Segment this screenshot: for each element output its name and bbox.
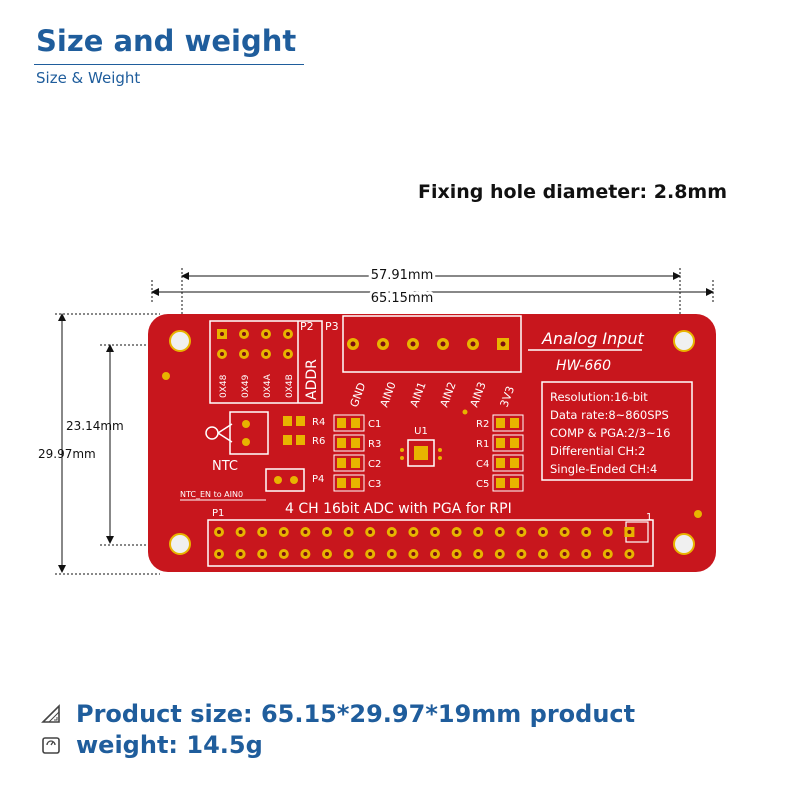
height-dimensions (55, 313, 180, 575)
weight-spec-text: weight: 14.5g (76, 731, 263, 759)
p1-label: P1 (212, 508, 224, 519)
gpio-pins (214, 527, 635, 559)
addr-labels: 0X48 0X49 0X4A 0X4B (219, 373, 295, 398)
spec-line: Differential CH:2 (550, 444, 645, 458)
addr-label: 0X49 (241, 374, 251, 398)
spec-line: Data rate:8~860SPS (550, 408, 669, 422)
fiducial-dots (162, 372, 702, 518)
inner-height-label: 23.14mm (66, 419, 124, 433)
cap-label-right: R1 (476, 439, 489, 450)
ntc-label: NTC (212, 459, 238, 474)
spec-line: Resolution:16-bit (550, 390, 648, 404)
page-subtitle: Size & Weight (36, 69, 141, 87)
chip-u1 (407, 439, 435, 467)
r6-label: R6 (312, 436, 325, 447)
terminal-header (342, 315, 522, 373)
cap-label-left: R3 (368, 439, 381, 450)
ntc-en-label: NTC_EN to AIN0 (180, 490, 243, 499)
cap-label-right: C5 (476, 479, 489, 490)
addr-label: 0X4B (285, 374, 295, 398)
p4-jumper (265, 468, 305, 492)
addr-pins (217, 329, 293, 359)
spec-box (541, 381, 693, 481)
pcb-board (148, 314, 716, 572)
scale-icon (40, 734, 62, 756)
analog-input-label: Analog Input (541, 329, 645, 348)
fixing-hole-note: Fixing hole diameter: 2.8mm (418, 181, 728, 203)
chip-label: U1 (414, 426, 428, 437)
addr-jumper-block (209, 320, 323, 404)
outer-width-label: 65.15mm (371, 291, 434, 306)
model-label: HW-660 (556, 358, 611, 374)
ruler-triangle-icon (40, 703, 62, 725)
tagline: 4 CH 16bit ADC with PGA for RPI (285, 501, 512, 517)
p3-label: P3 (325, 320, 339, 333)
addr-title: ADDR (304, 359, 320, 400)
cap-label-right: C4 (476, 459, 489, 470)
size-spec-row: Product size: 65.15*29.97*19mm product (40, 700, 635, 728)
gpio-header (207, 519, 654, 567)
cap-label-left: C2 (368, 459, 381, 470)
mounting-holes (169, 330, 695, 555)
chip-vias (400, 448, 442, 460)
size-spec-text: Product size: 65.15*29.97*19mm product (76, 700, 636, 728)
p2-label: P2 (300, 320, 314, 333)
title-underline (34, 64, 304, 65)
outer-height-label: 29.97mm (38, 447, 96, 461)
spec-line: COMP & PGA:2/3~16 (550, 426, 670, 440)
spec-line: Single-Ended CH:4 (550, 462, 657, 476)
ntc-symbol (205, 411, 269, 455)
pin1-mark: 1 (646, 512, 652, 523)
terminal-pins (347, 338, 509, 350)
addr-label: 0X48 (219, 374, 229, 398)
inner-width-label: 57.91mm (371, 268, 434, 283)
r4-label: R4 (312, 417, 325, 428)
p4-label: P4 (312, 474, 324, 485)
cap-label-left: C3 (368, 479, 381, 490)
ntc-pads (242, 420, 250, 446)
addr-label: 0X4A (263, 373, 273, 398)
cap-label-left: C1 (368, 419, 381, 430)
weight-spec-row: weight: 14.5g (40, 731, 263, 759)
cap-label-right: R2 (476, 419, 489, 430)
page-title: Size and weight (36, 24, 297, 58)
width-dimensions (151, 268, 714, 330)
resistors-left (283, 416, 305, 445)
